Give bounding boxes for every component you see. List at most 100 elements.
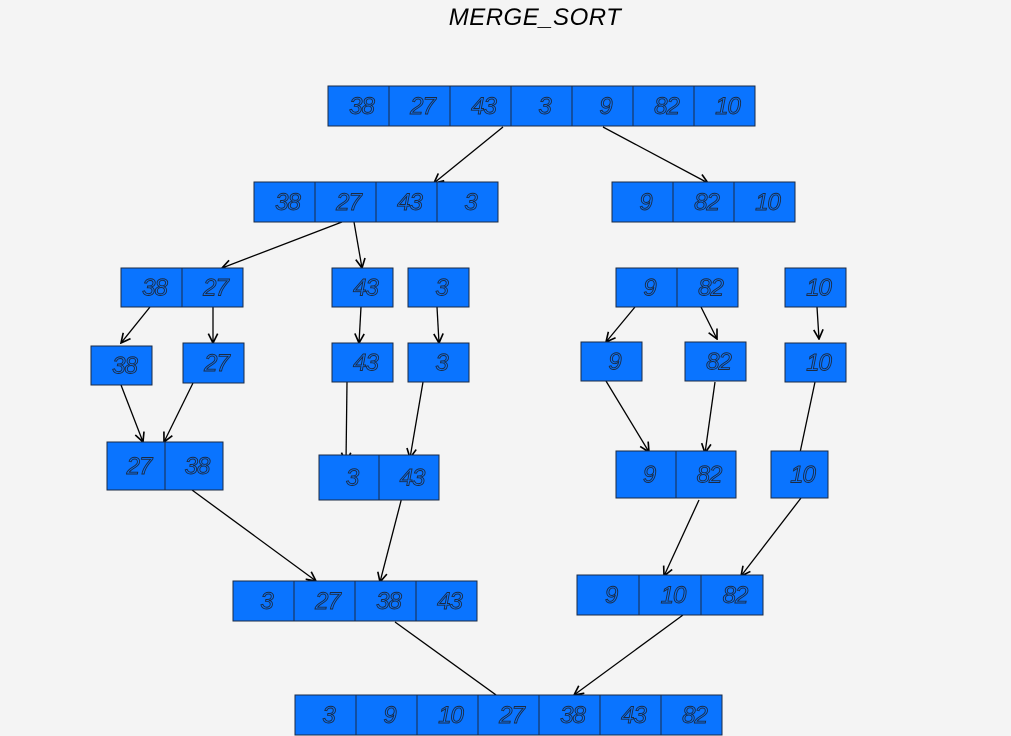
array-cell: 82 — [660, 694, 723, 736]
cell-box — [784, 267, 847, 308]
cell-box — [599, 694, 662, 736]
cell-box — [510, 85, 573, 127]
arrow-LL-to-s38 — [121, 306, 151, 343]
cell-value: 9 — [605, 582, 618, 609]
array-cell: 10 — [784, 267, 847, 308]
cell-box — [314, 181, 377, 223]
cell-box — [388, 85, 451, 127]
cell-box — [416, 694, 479, 736]
cell-value: 9 — [643, 275, 656, 302]
array-cell: 9 — [615, 450, 677, 499]
array-node-s10: 10 — [784, 342, 847, 383]
cell-box — [672, 181, 735, 223]
cell-value: 3 — [346, 465, 360, 492]
array-node-LR2: 3 — [407, 267, 470, 308]
cell-box — [700, 574, 764, 616]
array-cell: 9 — [611, 181, 674, 223]
cell-value: 38 — [142, 275, 168, 302]
array-cell: 3 — [436, 181, 499, 223]
array-cell: 3 — [318, 454, 380, 501]
cell-value: 82 — [706, 349, 731, 376]
cell-box — [331, 267, 394, 308]
array-cell: 27 — [181, 267, 244, 308]
arrow-mL-to-final — [394, 621, 510, 705]
cell-value: 27 — [203, 350, 231, 377]
array-cell: 10 — [693, 85, 756, 127]
array-node-m10: 10 — [770, 450, 829, 499]
array-cell: 38 — [538, 694, 601, 736]
cell-box — [660, 694, 723, 736]
cell-box — [106, 441, 166, 491]
cell-value: 38 — [112, 353, 138, 380]
cell-box — [449, 85, 512, 127]
cell-box — [378, 454, 440, 501]
cell-value: 43 — [400, 465, 426, 492]
cell-value: 38 — [349, 93, 375, 120]
array-cell: 10 — [770, 450, 829, 499]
array-cell: 27 — [477, 694, 540, 736]
cell-value: 27 — [202, 275, 230, 302]
array-cell: 9 — [571, 85, 634, 127]
cell-value: 43 — [437, 588, 463, 615]
cell-value: 9 — [639, 189, 652, 216]
array-cell: 43 — [331, 342, 394, 383]
cell-box — [611, 181, 674, 223]
cell-box — [331, 342, 394, 383]
cell-box — [294, 694, 357, 736]
arrow-s38-to-m2738 — [120, 384, 143, 442]
cell-value: 38 — [376, 588, 402, 615]
cell-value: 9 — [643, 462, 656, 489]
arrow-LR2-to-s3 — [437, 306, 439, 343]
cell-value: 43 — [621, 702, 647, 729]
array-cell: 10 — [733, 181, 796, 223]
array-node-RR: 10 — [784, 267, 847, 308]
array-cell: 38 — [164, 441, 224, 491]
cell-box — [318, 454, 380, 501]
array-cell: 3 — [407, 267, 470, 308]
array-cell: 27 — [293, 580, 356, 622]
arrow-RR-to-s10 — [817, 306, 819, 339]
cell-value: 82 — [723, 582, 748, 609]
cell-value: 9 — [608, 349, 621, 376]
diagram-title: MERGE_SORT — [448, 4, 622, 31]
cell-value: 43 — [353, 275, 379, 302]
cell-box — [615, 267, 678, 308]
cell-value: 43 — [471, 93, 497, 120]
cell-box — [293, 580, 356, 622]
array-cell: 27 — [106, 441, 166, 491]
cell-box — [327, 85, 390, 127]
cell-value: 27 — [335, 189, 363, 216]
array-cell: 10 — [784, 342, 847, 383]
cell-value: 3 — [538, 93, 552, 120]
array-cell: 38 — [327, 85, 390, 127]
cell-box — [181, 267, 244, 308]
cell-box — [355, 694, 418, 736]
cell-value: 10 — [790, 462, 816, 489]
arrow-m2738-to-mL — [191, 489, 316, 581]
cell-box — [182, 342, 245, 384]
array-node-s38: 38 — [90, 345, 153, 386]
array-cell: 43 — [331, 267, 394, 308]
array-cell: 3 — [294, 694, 357, 736]
cell-value: 82 — [694, 189, 719, 216]
cell-box — [676, 267, 739, 308]
cell-value: 27 — [409, 93, 437, 120]
array-cell: 9 — [580, 341, 643, 382]
cell-value: 9 — [383, 702, 396, 729]
cell-box — [576, 574, 640, 616]
array-cell: 38 — [354, 580, 417, 622]
array-cell: 82 — [700, 574, 764, 616]
arrow-s9-to-m982 — [605, 380, 649, 452]
array-cell: 43 — [449, 85, 512, 127]
arrow-root-to-L — [434, 126, 504, 183]
array-cell: 43 — [375, 181, 438, 223]
array-node-s27: 27 — [182, 342, 245, 384]
cell-value: 3 — [322, 702, 336, 729]
array-cell: 9 — [615, 267, 678, 308]
arrow-s82-to-m982 — [705, 381, 716, 453]
arrow-s27-to-m2738 — [164, 382, 194, 442]
